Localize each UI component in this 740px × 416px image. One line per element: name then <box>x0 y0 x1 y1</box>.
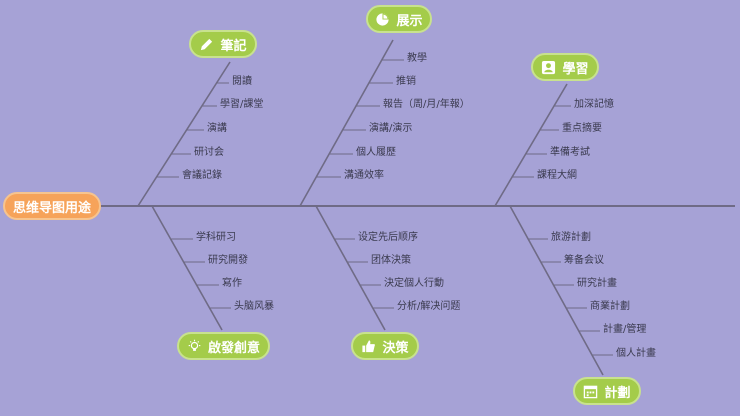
item-label[interactable]: 教學 <box>407 53 427 64</box>
root-topic[interactable]: 思维导图用途 <box>3 192 101 220</box>
item-label[interactable]: 重点摘要 <box>562 123 602 134</box>
item-label[interactable]: 推销 <box>396 76 416 87</box>
bone-learn <box>494 83 568 207</box>
item-label[interactable]: 筹备会议 <box>564 255 604 266</box>
item-label[interactable]: 演講 <box>207 123 227 134</box>
item-label[interactable]: 研究開發 <box>208 255 248 266</box>
item-label[interactable]: 閱讀 <box>232 76 252 87</box>
item-label[interactable]: 課程大綱 <box>537 170 577 181</box>
item-label[interactable]: 研讨会 <box>194 147 224 158</box>
category-present[interactable]: 展示 <box>366 5 432 33</box>
bone-ideas <box>151 205 223 331</box>
category-label: 展示 <box>396 13 423 29</box>
item-label[interactable]: 头脑风暴 <box>234 301 274 312</box>
item-label[interactable]: 溝通效率 <box>344 170 384 181</box>
pencil-icon <box>201 38 213 50</box>
item-label[interactable]: 準備考試 <box>550 147 590 158</box>
item-label[interactable]: 学科研习 <box>196 232 236 243</box>
category-ideas[interactable]: 啟發創意 <box>177 332 270 360</box>
item-twigs <box>156 59 613 356</box>
category-label: 學習 <box>562 61 589 77</box>
category-decide[interactable]: 決策 <box>351 332 419 360</box>
category-learn[interactable]: 學習 <box>531 53 599 81</box>
item-label[interactable]: 報告（周/月/年報） <box>383 99 470 110</box>
item-label[interactable]: 团体決策 <box>371 255 411 266</box>
item-label[interactable]: 個人履歷 <box>356 147 396 158</box>
calendar-icon <box>584 385 598 398</box>
lightbulb-icon <box>188 339 201 351</box>
item-label[interactable]: 商業計劃 <box>590 301 630 312</box>
bone-decide <box>315 205 386 331</box>
category-label: 啟發創意 <box>207 340 260 356</box>
bone-notes <box>137 61 231 207</box>
pie-chart-icon <box>376 12 390 26</box>
item-label[interactable]: 研究計畫 <box>577 278 617 289</box>
category-label: 決策 <box>382 340 409 356</box>
item-label[interactable]: 個人計畫 <box>616 348 656 359</box>
user-icon <box>542 60 556 74</box>
bone-plan <box>509 205 604 376</box>
item-label[interactable]: 演講/演示 <box>369 123 413 134</box>
item-label[interactable]: 分析/解决问题 <box>397 301 461 312</box>
category-label: 計劃 <box>604 385 631 401</box>
item-label[interactable]: 寫作 <box>222 278 242 289</box>
category-notes[interactable]: 筆記 <box>189 30 257 58</box>
item-label[interactable]: 设定先后顺序 <box>358 232 418 243</box>
category-plan[interactable]: 計劃 <box>573 377 641 405</box>
item-label[interactable]: 計畫/管理 <box>603 324 647 335</box>
item-label[interactable]: 旅游計劃 <box>551 232 591 243</box>
item-label[interactable]: 會議記錄 <box>182 170 222 181</box>
item-label[interactable]: 學習/課堂 <box>220 99 264 110</box>
item-label[interactable]: 決定個人行動 <box>384 278 444 289</box>
item-label[interactable]: 加深記憶 <box>574 99 614 110</box>
category-label: 筆記 <box>220 38 247 54</box>
bone-present <box>299 39 394 207</box>
thumbs-up-icon <box>362 339 376 352</box>
